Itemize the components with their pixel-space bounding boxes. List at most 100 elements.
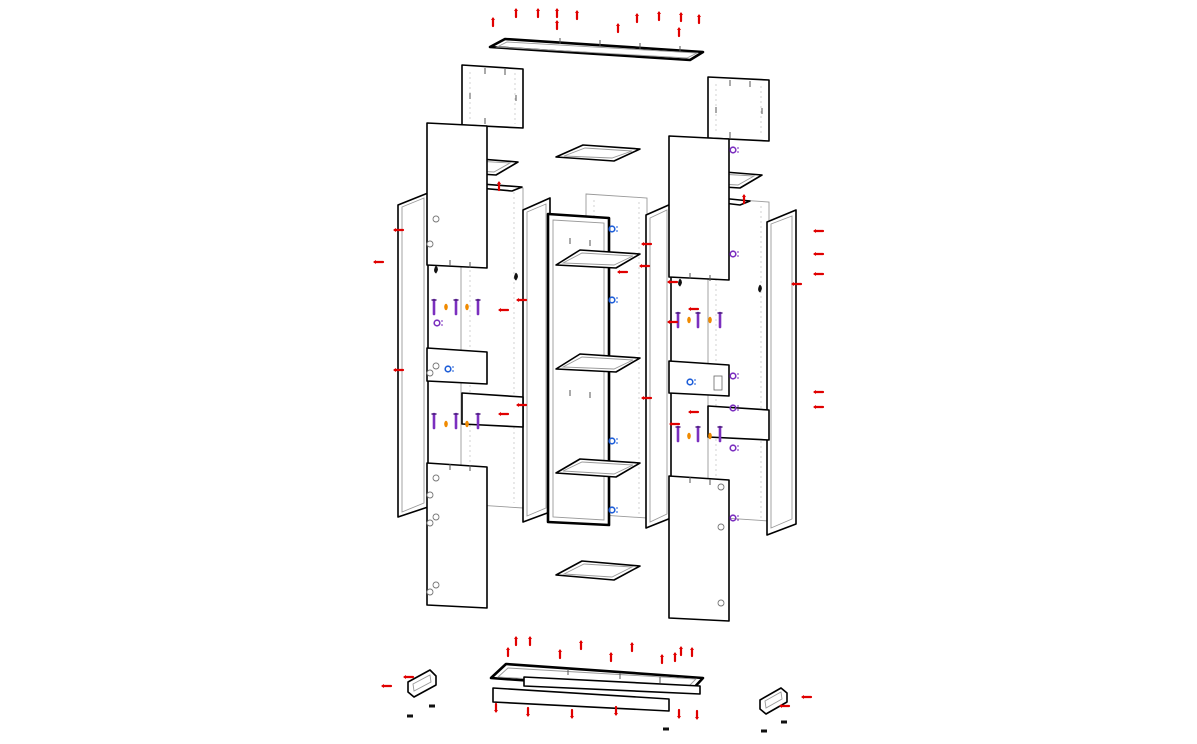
connector-bolt-icon — [675, 311, 681, 329]
cam-lock-icon — [608, 506, 618, 514]
red-arrow-icon — [403, 675, 415, 679]
cam-lock-icon — [686, 378, 696, 386]
fasteners — [431, 146, 762, 522]
red-arrow-icon — [514, 8, 518, 19]
right-plinth-end — [759, 687, 788, 715]
cam-lock-icon — [608, 296, 618, 304]
centre-right-side-panel — [645, 203, 672, 529]
red-arrow-icon — [630, 642, 634, 653]
red-arrow-icon — [677, 27, 681, 38]
red-arrow-icon — [558, 649, 562, 660]
cam-lock-icon — [729, 514, 739, 522]
red-arrow-icon — [609, 652, 613, 663]
leveling-foot-icon — [429, 704, 435, 708]
red-arrow-icon — [813, 229, 825, 233]
red-arrow-icon — [528, 636, 532, 647]
red-arrow-icon — [575, 10, 579, 21]
red-arrow-icon — [498, 308, 510, 312]
left-divider-panel — [522, 197, 551, 523]
right-outer-side-panel — [766, 209, 797, 536]
connector-bolt-icon — [475, 412, 481, 430]
left-outer-side-panel — [397, 192, 429, 518]
red-arrow-icon — [555, 8, 559, 19]
connector-bolt-icon — [675, 425, 681, 443]
red-arrow-icon — [673, 652, 677, 663]
top-panel — [488, 37, 705, 62]
connector-bolt-icon — [431, 412, 437, 430]
red-arrow-icon — [667, 320, 679, 324]
red-arrow-icon — [679, 646, 683, 657]
red-arrow-icon — [688, 410, 700, 414]
cam-lock-icon — [729, 250, 739, 258]
red-arrow-icon — [657, 11, 661, 22]
hanging-bracket-icon — [434, 265, 438, 274]
plinth-back-rail — [523, 676, 701, 695]
connector-bolt-icon — [717, 311, 723, 329]
red-arrow-icon — [813, 252, 825, 256]
red-arrow-icon — [506, 647, 510, 658]
red-arrow-icon — [381, 684, 393, 688]
cam-lock-icon — [729, 444, 739, 452]
plinth-front-rail — [492, 687, 670, 712]
red-arrow-icon — [491, 17, 495, 28]
panel-edge-ticks — [407, 38, 787, 733]
cam-lock-icon — [444, 365, 454, 373]
red-arrow-icon — [669, 422, 681, 426]
red-arrow-icon — [617, 270, 629, 274]
left-front-door — [426, 122, 524, 609]
dowel-icon — [444, 420, 448, 428]
red-arrow-icon — [690, 647, 694, 658]
red-arrow-icon — [813, 390, 825, 394]
red-arrow-icon — [813, 272, 825, 276]
red-arrow-icon — [667, 280, 679, 284]
leveling-foot-icon — [781, 720, 787, 724]
cam-lock-icon — [608, 225, 618, 233]
red-arrow-icon — [641, 396, 653, 400]
leveling-foot-icon — [407, 714, 413, 718]
red-arrow-icon — [779, 704, 791, 708]
red-arrow-icon — [813, 405, 825, 409]
cam-lock-icon — [729, 404, 739, 412]
red-arrow-icon — [614, 705, 618, 716]
red-arrow-icon — [635, 13, 639, 24]
cam-lock-icon — [608, 437, 618, 445]
red-arrow-icon — [497, 181, 501, 192]
red-arrow-icon — [516, 298, 528, 302]
centre-top-shelf — [555, 144, 641, 162]
connector-bolt-icon — [695, 425, 701, 443]
right-front-door — [668, 135, 770, 622]
red-arrow-icon — [393, 228, 405, 232]
hinge-plate-icon — [713, 375, 723, 391]
red-arrow-icon — [639, 264, 651, 268]
connector-bolt-icon — [453, 298, 459, 316]
upper-left-side-panel — [461, 64, 524, 129]
hanging-bracket-icon — [758, 284, 762, 293]
dowel-icon — [687, 432, 691, 440]
dowel-icon — [687, 316, 691, 324]
red-arrow-icon — [677, 708, 681, 719]
red-arrow-icon — [570, 708, 574, 719]
dowel-icon — [444, 303, 448, 311]
red-arrow-icon — [555, 20, 559, 31]
centre-bottom-shelf — [555, 560, 641, 581]
red-arrow-icon — [514, 636, 518, 647]
upper-right-side-panel — [707, 76, 770, 142]
cam-lock-icon — [729, 146, 739, 154]
red-arrow-icon — [688, 307, 700, 311]
dowel-icon — [708, 432, 712, 440]
red-arrow-icon — [801, 695, 813, 699]
red-arrow-icon — [660, 654, 664, 665]
red-arrow-icon — [791, 282, 803, 286]
red-arrow-icon — [641, 242, 653, 246]
red-arrow-icon — [393, 368, 405, 372]
leveling-foot-icon — [663, 727, 669, 731]
red-arrow-icon — [516, 403, 528, 407]
connector-bolt-icon — [695, 311, 701, 329]
cam-lock-icon — [729, 372, 739, 380]
red-arrow-icon — [579, 640, 583, 651]
dowel-icon — [465, 303, 469, 311]
leveling-foot-icon — [761, 729, 767, 733]
red-arrow-icon — [697, 14, 701, 25]
